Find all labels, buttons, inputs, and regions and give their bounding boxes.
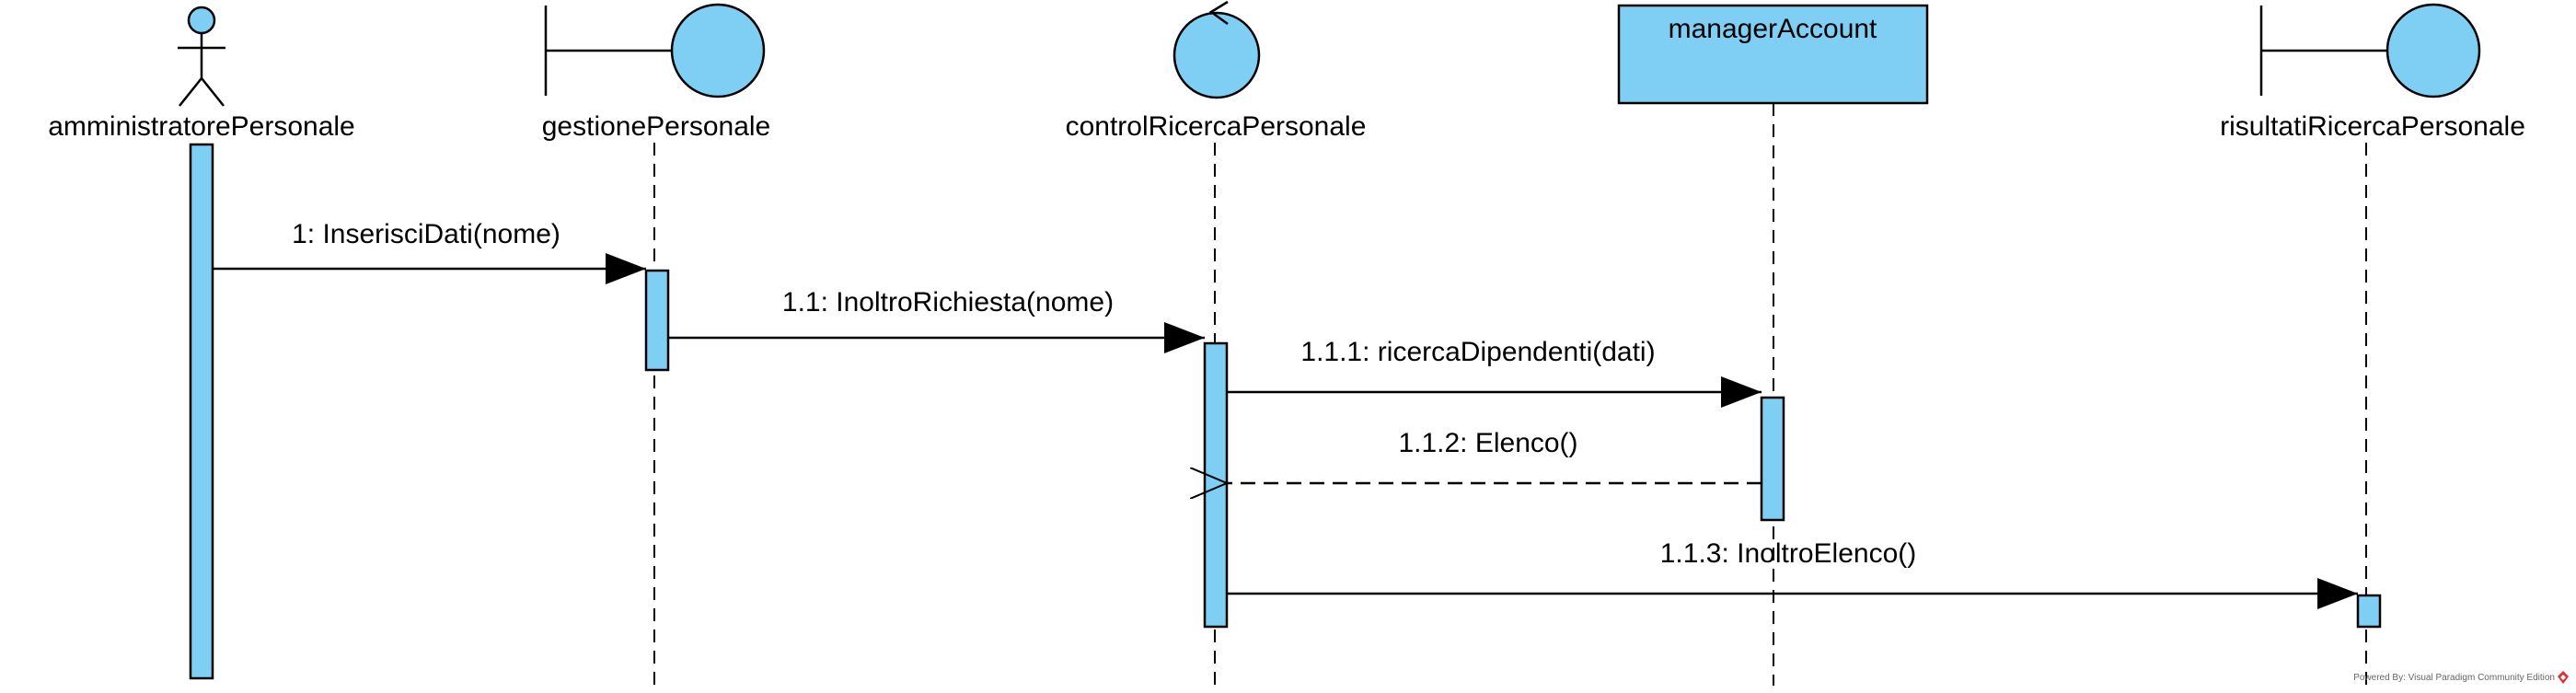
- boundary-icon: [544, 3, 766, 98]
- message-label-5: 1.1.3: InoltroElenco(): [1660, 538, 1916, 569]
- entity-box: [1617, 4, 1929, 105]
- message-label-3: 1.1.1: ricercaDipendenti(dati): [1300, 337, 1655, 367]
- message-label-4: 1.1.2: Elenco(): [1398, 428, 1577, 458]
- message-label-2: 1.1: InoltroRichiesta(nome): [782, 287, 1114, 318]
- participant-name-control: controlRicercaPersonale: [1066, 111, 1367, 142]
- activation-bar-risultati: [2356, 594, 2382, 629]
- activation-bar-amministratore: [189, 143, 214, 680]
- participant-name-risultati: risultatiRicercaPersonale: [2220, 111, 2525, 142]
- participant-name-gestione: gestionePersonale: [542, 111, 771, 142]
- messages: 1: InserisciDati(nome) 1.1: InoltroRichi…: [213, 219, 2358, 609]
- boundary-icon: [2259, 3, 2481, 98]
- participant-name-amministratore: amministratorePersonale: [48, 111, 354, 142]
- control-icon: [1172, 0, 1261, 99]
- message-label-1: 1: InserisciDati(nome): [292, 219, 560, 249]
- activation-bar-manager: [1760, 396, 1785, 522]
- actor-icon: [178, 6, 225, 107]
- lifelines: [653, 103, 2367, 686]
- activation-bar-control: [1203, 341, 1229, 629]
- powered-by-credit: Powered By: Visual Paradigm Community Ed…: [2353, 673, 2555, 683]
- visual-paradigm-logo-icon: [2558, 671, 2569, 684]
- participant-name-manager: managerAccount: [1669, 14, 1877, 44]
- activation-bar-gestione: [644, 269, 670, 372]
